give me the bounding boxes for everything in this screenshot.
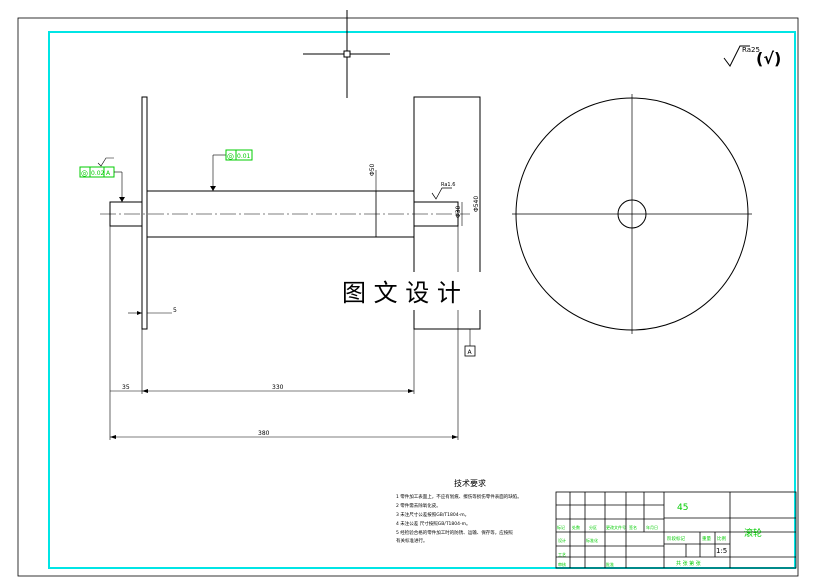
tolerance-2-symbol: ◎ (81, 169, 88, 178)
surface-finish-value: Ra25 (742, 46, 760, 54)
dimensions-pin-dia: Φ30 (455, 205, 462, 218)
title-block-grid-labels-1: 处数 (572, 524, 580, 530)
dim-mid-len: 330 (142, 384, 414, 393)
dimensions-mid-len: 330 (272, 384, 284, 391)
title-block-scale-label: 比例 (717, 535, 726, 542)
title-block (555, 491, 797, 569)
title-block-stage-label: 阶段标记 (667, 535, 685, 542)
title-block-grid-labels-3: 更改文件号 (606, 524, 626, 530)
dim-total-len: 380 (110, 430, 458, 439)
tech-req-items-5: 有关标准进行。 (396, 537, 428, 544)
part-name: 滚轮 (744, 527, 762, 539)
title-block-grid-labels-2: 分区 (589, 524, 597, 530)
tolerance-frame-1 (225, 149, 253, 161)
tolerance-2-value: 0.02 (91, 170, 105, 177)
title-block-grid-labels-9: 审核 (558, 561, 566, 567)
drawing-frame (48, 31, 796, 569)
title-block-grid-labels-10: 批准 (606, 561, 614, 567)
dimensions-flange-dia: Φ540 (473, 196, 480, 212)
tolerance-1-value: 0.01 (237, 153, 251, 160)
shaft-finish-mark (431, 187, 452, 200)
tech-req-items-0: 1 零件加工表面上，不应有划痕、擦伤等损伤零件表面的缺陷。 (396, 493, 522, 500)
title-block-sheet-label: 共 张 第 张 (676, 560, 701, 567)
title-block-grid-labels-4: 签名 (629, 524, 637, 530)
watermark-bg (336, 272, 486, 310)
surface-finish-general: (√) (756, 49, 781, 68)
title-block-grid-labels-8: 工艺 (558, 552, 566, 557)
dim-left-len: 35 (110, 384, 142, 392)
tech-req-items-1: 2 零件需去除氧化皮。 (396, 502, 441, 509)
scale-value: 1:5 (716, 547, 727, 555)
tech-req-items-2: 3 未注尺寸公差按照GB/T1804-m。 (396, 511, 469, 518)
title-block-grid-labels-7: 标准化 (586, 537, 598, 543)
dimensions-total-len: 380 (258, 430, 270, 437)
title-block-text: 45 滚轮 1:5 阶段标记 重量 比例 共 张 第 张 标记 处数 分区 更改… (557, 503, 762, 567)
tech-req-title: 技术要求 (454, 478, 486, 488)
dimensions-left-len: 35 (122, 384, 130, 391)
title-block-grid-labels-0: 标记 (557, 524, 565, 530)
shaft-finish-value: Ra1.6 (441, 182, 455, 188)
left-flange (141, 96, 148, 330)
datum-label: A (468, 349, 473, 356)
title-block-grid-labels-5: 年月日 (646, 524, 658, 530)
tech-req-items-4: 5 经检验合格的零件加工时的防锈、运输、保存等，应按照 (396, 529, 513, 536)
title-block-grid-labels-6: 设计 (558, 537, 566, 543)
watermark-text: 图 文 设 计 (342, 279, 461, 307)
tech-req-items-3: 4 未注公差 尺寸按照GB/T1804-m。 (396, 520, 471, 527)
dim-flange-thk: 5 (128, 307, 177, 315)
dim-shaft-dia: Φ50 (369, 163, 377, 237)
datum-box (464, 345, 476, 357)
crosshair-cursor-icon[interactable] (303, 10, 390, 98)
dimensions-flange-thk: 5 (173, 307, 177, 314)
tech-requirements: 技术要求 1 零件加工表面上，不应有划痕、擦伤等损伤零件表面的缺陷。 2 零件需… (396, 478, 522, 544)
dim-pin-dia: Φ30 (455, 202, 463, 226)
title-block-weight-label: 重量 (702, 535, 711, 542)
dimensions-shaft-dia: Φ50 (369, 163, 376, 176)
side-view (512, 94, 752, 334)
sheet-border (17, 17, 799, 577)
general-surface-finish: Ra25 (√) (723, 45, 781, 68)
material-label: 45 (677, 503, 688, 513)
tolerance-1-symbol: ◎ (227, 152, 234, 161)
tolerance-2-datum: A (106, 170, 111, 177)
front-view: ◎ 0.01 ◎ 0.02 A Ra1.6 Φ50 Φ30 Φ540 (79, 96, 481, 440)
